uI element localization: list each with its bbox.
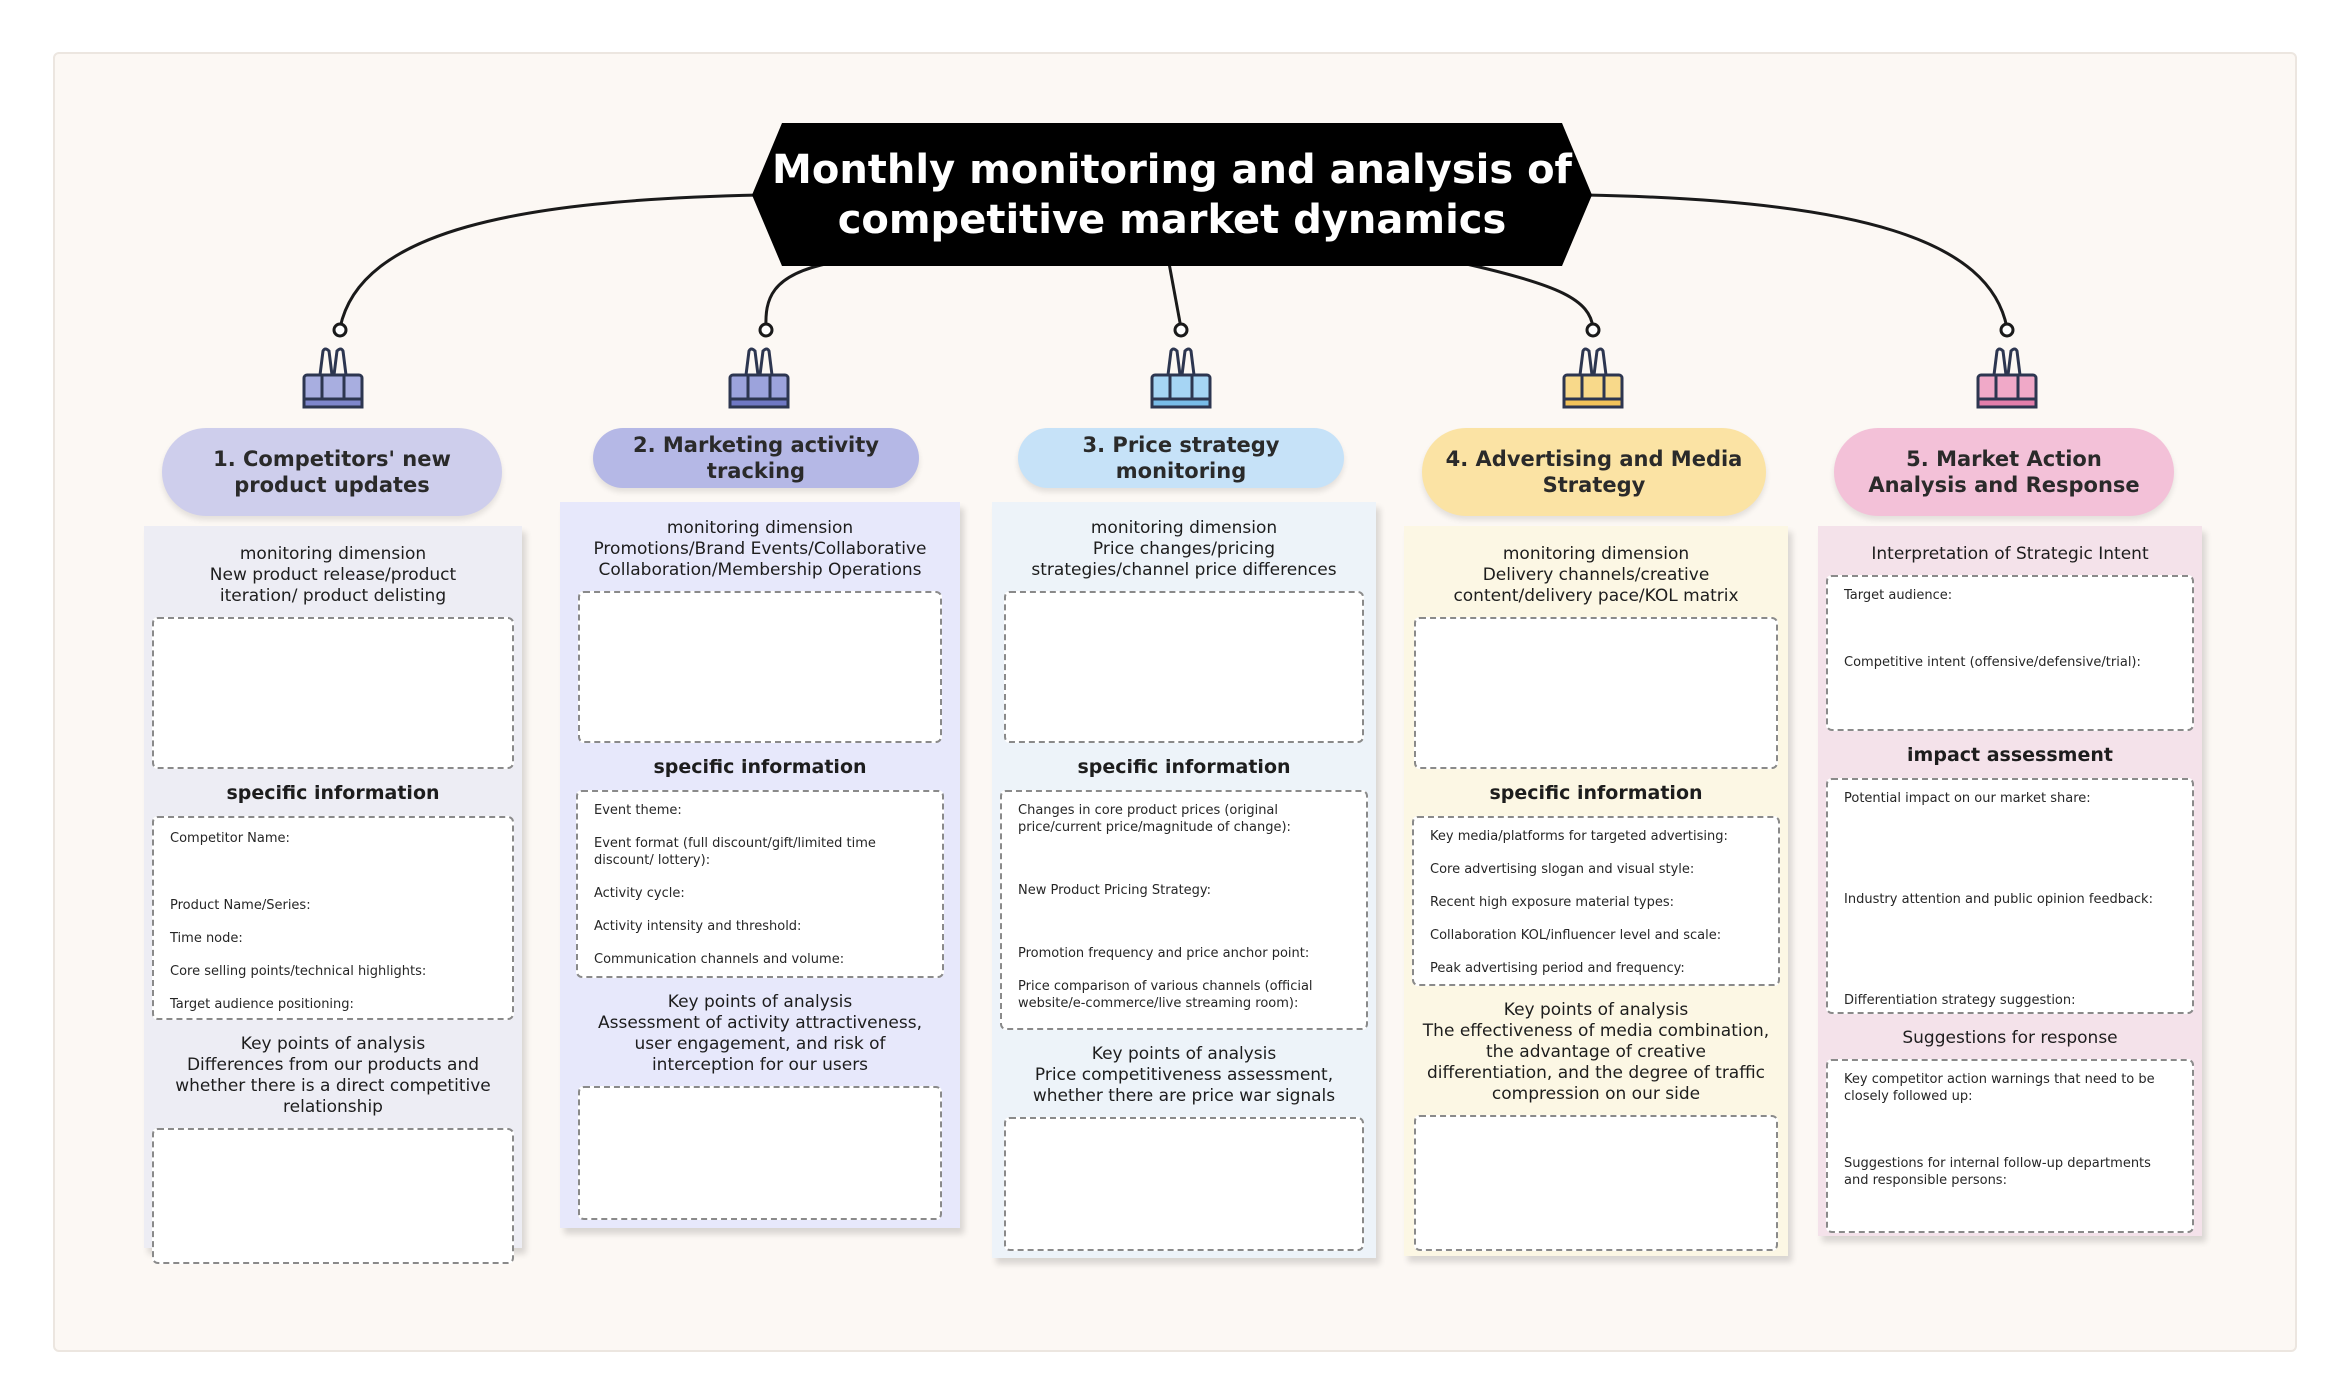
field-label: Differentiation strategy suggestion: <box>1844 993 2076 1008</box>
binder-clip-icon-4 <box>1562 347 1624 409</box>
section-text: Delivery channels/creative content/deliv… <box>1453 565 1739 606</box>
info-box[interactable]: Potential impact on our market share: In… <box>1826 778 2194 1014</box>
field-label: Recent high exposure material types: <box>1430 895 1674 910</box>
section-title: impact assessment <box>1907 744 2113 766</box>
binder-clip-icon-1 <box>302 347 364 409</box>
section-title: Interpretation of Strategic Intent <box>1871 544 2149 564</box>
field-label: Activity intensity and threshold: <box>594 919 802 934</box>
section-title: monitoring dimension <box>239 544 427 564</box>
info-box[interactable]: Event theme: Event format (full discount… <box>576 790 944 978</box>
section-title: specific information <box>653 756 867 778</box>
input-box[interactable] <box>152 617 514 769</box>
field-label: Collaboration KOL/influencer level and s… <box>1430 928 1722 943</box>
section-title: specific information <box>1077 756 1291 778</box>
section-title: Key points of analysis <box>240 1034 426 1054</box>
section-text: Price changes/pricing strategies/channel… <box>1031 539 1337 580</box>
field-label: Communication channels and volume: <box>594 952 845 967</box>
info-box[interactable]: Key media/platforms for targeted adverti… <box>1412 816 1780 986</box>
field-label: Changes in core product prices (original… <box>1018 803 1291 835</box>
column-heading-3: 3. Price strategy monitoring <box>1018 428 1344 488</box>
info-box[interactable]: Target audience: Competitive intent (off… <box>1826 575 2194 731</box>
section-title: monitoring dimension <box>666 518 854 538</box>
column-card-4: monitoring dimension Delivery channels/c… <box>1404 526 1788 1256</box>
column-card-2: monitoring dimension Promotions/Brand Ev… <box>560 502 960 1228</box>
column-heading-2: 2. Marketing activity tracking <box>593 428 919 488</box>
input-box[interactable] <box>1414 1115 1778 1251</box>
section-title: specific information <box>226 782 440 804</box>
column-card-5: Interpretation of Strategic Intent Targe… <box>1818 526 2202 1236</box>
field-label: Key competitor action warnings that need… <box>1844 1072 2155 1104</box>
field-label: Potential impact on our market share: <box>1844 791 2091 806</box>
section-title: Key points of analysis <box>667 992 853 1012</box>
column-heading-1: 1. Competitors' new product updates <box>162 428 502 516</box>
field-label: Activity cycle: <box>594 886 685 901</box>
column-card-1: monitoring dimension New product release… <box>144 526 522 1264</box>
field-label: Event format (full discount/gift/limited… <box>594 836 876 868</box>
field-label: Competitive intent (offensive/defensive/… <box>1844 655 2141 670</box>
field-label: Core selling points/technical highlights… <box>170 964 427 979</box>
section-title: specific information <box>1489 782 1703 804</box>
binder-clip-icon-3 <box>1150 347 1212 409</box>
section-text: Price competitiveness assessment, whethe… <box>1032 1065 1336 1106</box>
section-title: Key points of analysis <box>1503 1000 1689 1020</box>
field-label: Promotion frequency and price anchor poi… <box>1018 946 1310 961</box>
field-label: Event theme: <box>594 803 682 818</box>
info-box[interactable]: Competitor Name: Product Name/Series: Ti… <box>152 816 514 1020</box>
column-card-3: monitoring dimension Price changes/prici… <box>992 502 1376 1258</box>
info-box[interactable]: Key competitor action warnings that need… <box>1826 1059 2194 1233</box>
input-box[interactable] <box>1004 1117 1364 1251</box>
field-label: Product Name/Series: <box>170 898 311 913</box>
column-heading-5: 5. Market Action Analysis and Response <box>1834 428 2174 516</box>
input-box[interactable] <box>152 1128 514 1264</box>
section-text: Promotions/Brand Events/Collaborative Co… <box>593 539 927 580</box>
field-label: Industry attention and public opinion fe… <box>1844 892 2153 907</box>
field-label: Price comparison of various channels (of… <box>1018 979 1313 1011</box>
column-heading-4: 4. Advertising and Media Strategy <box>1422 428 1766 516</box>
section-text: New product release/product iteration/ p… <box>209 565 457 606</box>
input-box[interactable] <box>578 1086 942 1220</box>
field-label: Target audience positioning: <box>170 997 354 1012</box>
binder-clip-icon-2 <box>728 347 790 409</box>
input-box[interactable] <box>578 591 942 743</box>
section-text: Assessment of activity attractiveness, u… <box>598 1013 922 1075</box>
section-title: monitoring dimension <box>1090 518 1278 538</box>
input-box[interactable] <box>1004 591 1364 743</box>
binder-clip-icon-5 <box>1976 347 2038 409</box>
field-label: New Product Pricing Strategy: <box>1018 883 1212 898</box>
field-label: Competitor Name: <box>170 831 290 846</box>
field-label: Core advertising slogan and visual style… <box>1430 862 1695 877</box>
diagram-title: Monthly monitoring and analysis of compe… <box>772 146 1572 243</box>
info-box[interactable]: Changes in core product prices (original… <box>1000 790 1368 1030</box>
section-title: monitoring dimension <box>1502 544 1690 564</box>
section-title: Suggestions for response <box>1902 1028 2118 1048</box>
field-label: Peak advertising period and frequency: <box>1430 961 1685 976</box>
field-label: Key media/platforms for targeted adverti… <box>1430 829 1728 844</box>
section-title: Key points of analysis <box>1091 1044 1277 1064</box>
field-label: Time node: <box>170 931 243 946</box>
field-label: Target audience: <box>1844 588 1953 603</box>
input-box[interactable] <box>1414 617 1778 769</box>
section-text: Differences from our products and whethe… <box>175 1055 491 1117</box>
section-text: The effectiveness of media combination, … <box>1422 1021 1770 1104</box>
field-label: Suggestions for internal follow-up depar… <box>1844 1156 2151 1188</box>
